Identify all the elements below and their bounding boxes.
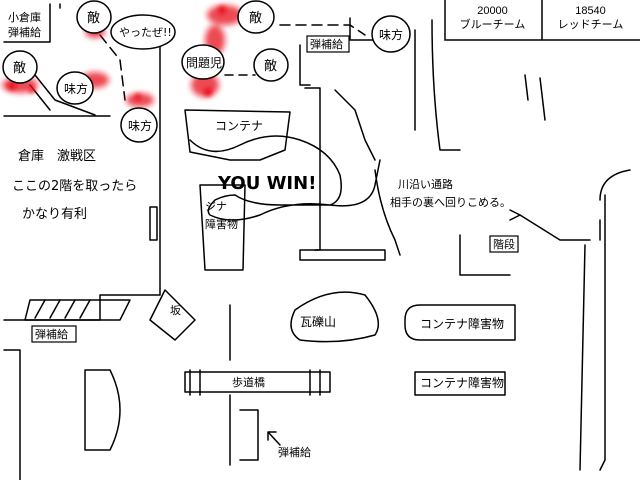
- river-path-label-1: 川沿い通路: [398, 178, 453, 191]
- slope-label: 坂: [170, 304, 181, 317]
- problem-child-label: 問題児: [186, 56, 222, 70]
- warehouse-note-3: かなり有利: [22, 207, 87, 222]
- ammo-area: [25, 300, 130, 320]
- warehouse-note-1: 倉庫 激戦区: [18, 149, 96, 164]
- ammo-arrow: [268, 432, 280, 445]
- stairs-label: 階段: [493, 237, 515, 251]
- enemy-label: 敵: [87, 10, 100, 26]
- ammo-label: 弾補給: [8, 25, 41, 39]
- scoreboard: 20000 ブルーチーム 18540 レッドチーム: [443, 0, 640, 40]
- enemy-label: 敵: [249, 10, 262, 26]
- ally-label: 味方: [379, 27, 403, 42]
- ammo-stripes: [35, 300, 90, 318]
- container-outline: [185, 110, 290, 160]
- red-team-score: 18540 レッドチーム: [543, 4, 638, 32]
- container-label: コンテナ: [215, 119, 263, 133]
- small-container-label-2: 障害物: [205, 217, 238, 231]
- bldg-bottom-left-1: [4, 350, 20, 480]
- bldg-bottom-left-2: [85, 370, 120, 450]
- enemy-dash-2: [280, 25, 365, 35]
- enemy-label: 敵: [13, 60, 26, 76]
- ammo-label: 弾補給: [278, 445, 311, 459]
- container-obstacle-label: コンテナ障害物: [420, 375, 504, 390]
- ally-label: 味方: [64, 81, 88, 96]
- right-road: [520, 215, 590, 240]
- blue-score-value: 20000: [445, 4, 540, 18]
- ammo-label: 弾補給: [310, 37, 343, 51]
- scribble: [525, 75, 545, 120]
- small-warehouse-label: 小倉庫: [8, 10, 41, 24]
- blue-team-score: 20000 ブルーチーム: [445, 4, 540, 32]
- you-win-text: YOU WIN!: [217, 173, 316, 194]
- rubble-label: 瓦礫山: [300, 314, 336, 329]
- river-road: [375, 170, 400, 255]
- arrow-river: [510, 210, 520, 220]
- base-plate: [300, 250, 385, 260]
- warehouse-note-2: ここの2階を取ったら: [12, 179, 137, 194]
- container-obstacle-label: コンテナ障害物: [420, 316, 504, 331]
- red-team-name: レッドチーム: [543, 18, 638, 32]
- red-score-value: 18540: [543, 4, 638, 18]
- speech-label: やったぜ!!: [119, 26, 172, 39]
- lane-wall: [305, 88, 320, 250]
- bldg-bottom: [240, 410, 258, 460]
- river-path-label-2: 相手の裏へ回りこめる。: [390, 195, 511, 209]
- warehouse-door: [150, 207, 157, 240]
- footbridge-label: 歩道橋: [232, 375, 265, 389]
- ammo-label: 弾補給: [35, 327, 68, 341]
- blue-team-name: ブルーチーム: [445, 18, 540, 32]
- ally-label: 味方: [128, 118, 152, 133]
- lane-wall-2: [335, 90, 375, 160]
- enemy-label: 敵: [264, 58, 277, 74]
- small-container-label-1: ジナ: [205, 200, 227, 213]
